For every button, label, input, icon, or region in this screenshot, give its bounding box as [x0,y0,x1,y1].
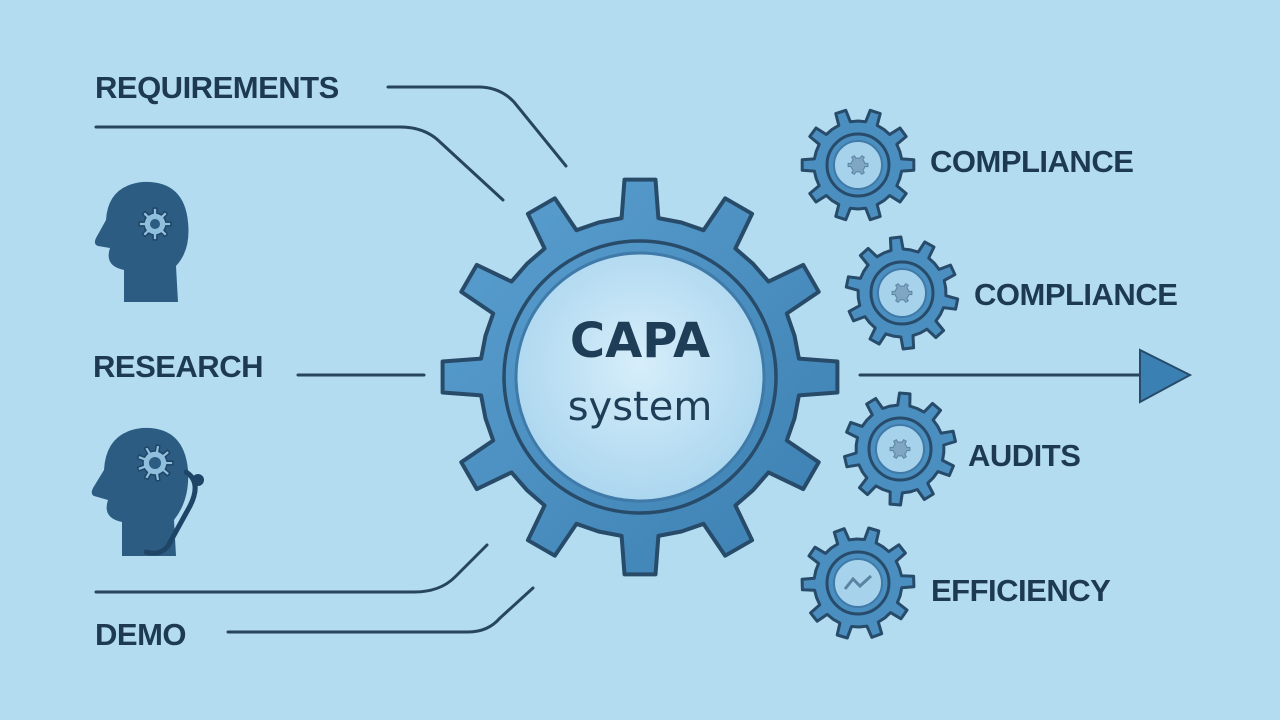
center-title: CAPA [570,313,710,369]
label-research: RESEARCH [93,349,263,384]
connector-demo-bottom [226,586,535,634]
gear-icon [844,235,960,351]
center-subtitle: system [568,384,713,430]
connector-requirements-top [386,85,568,168]
label-audits: AUDITS [968,438,1080,473]
gear-icon [800,108,916,222]
head-with-gear-icon [94,181,189,302]
label-requirements: REQUIREMENTS [95,70,339,105]
left-connectors [94,85,568,634]
label-compliance-2: COMPLIANCE [974,277,1177,312]
head-with-gear-headset-icon [91,427,204,556]
label-demo: DEMO [95,617,186,652]
label-efficiency: EFFICIENCY [931,573,1111,608]
connector-demo-top [94,543,489,594]
arrow-right-icon [858,348,1193,404]
gear-hub-ring [502,239,778,515]
connector-requirements-bottom [94,125,505,202]
gear-chart-icon [800,526,916,640]
gear-hub [514,251,766,503]
label-compliance-1: COMPLIANCE [930,144,1133,179]
gear-icon [843,391,957,507]
